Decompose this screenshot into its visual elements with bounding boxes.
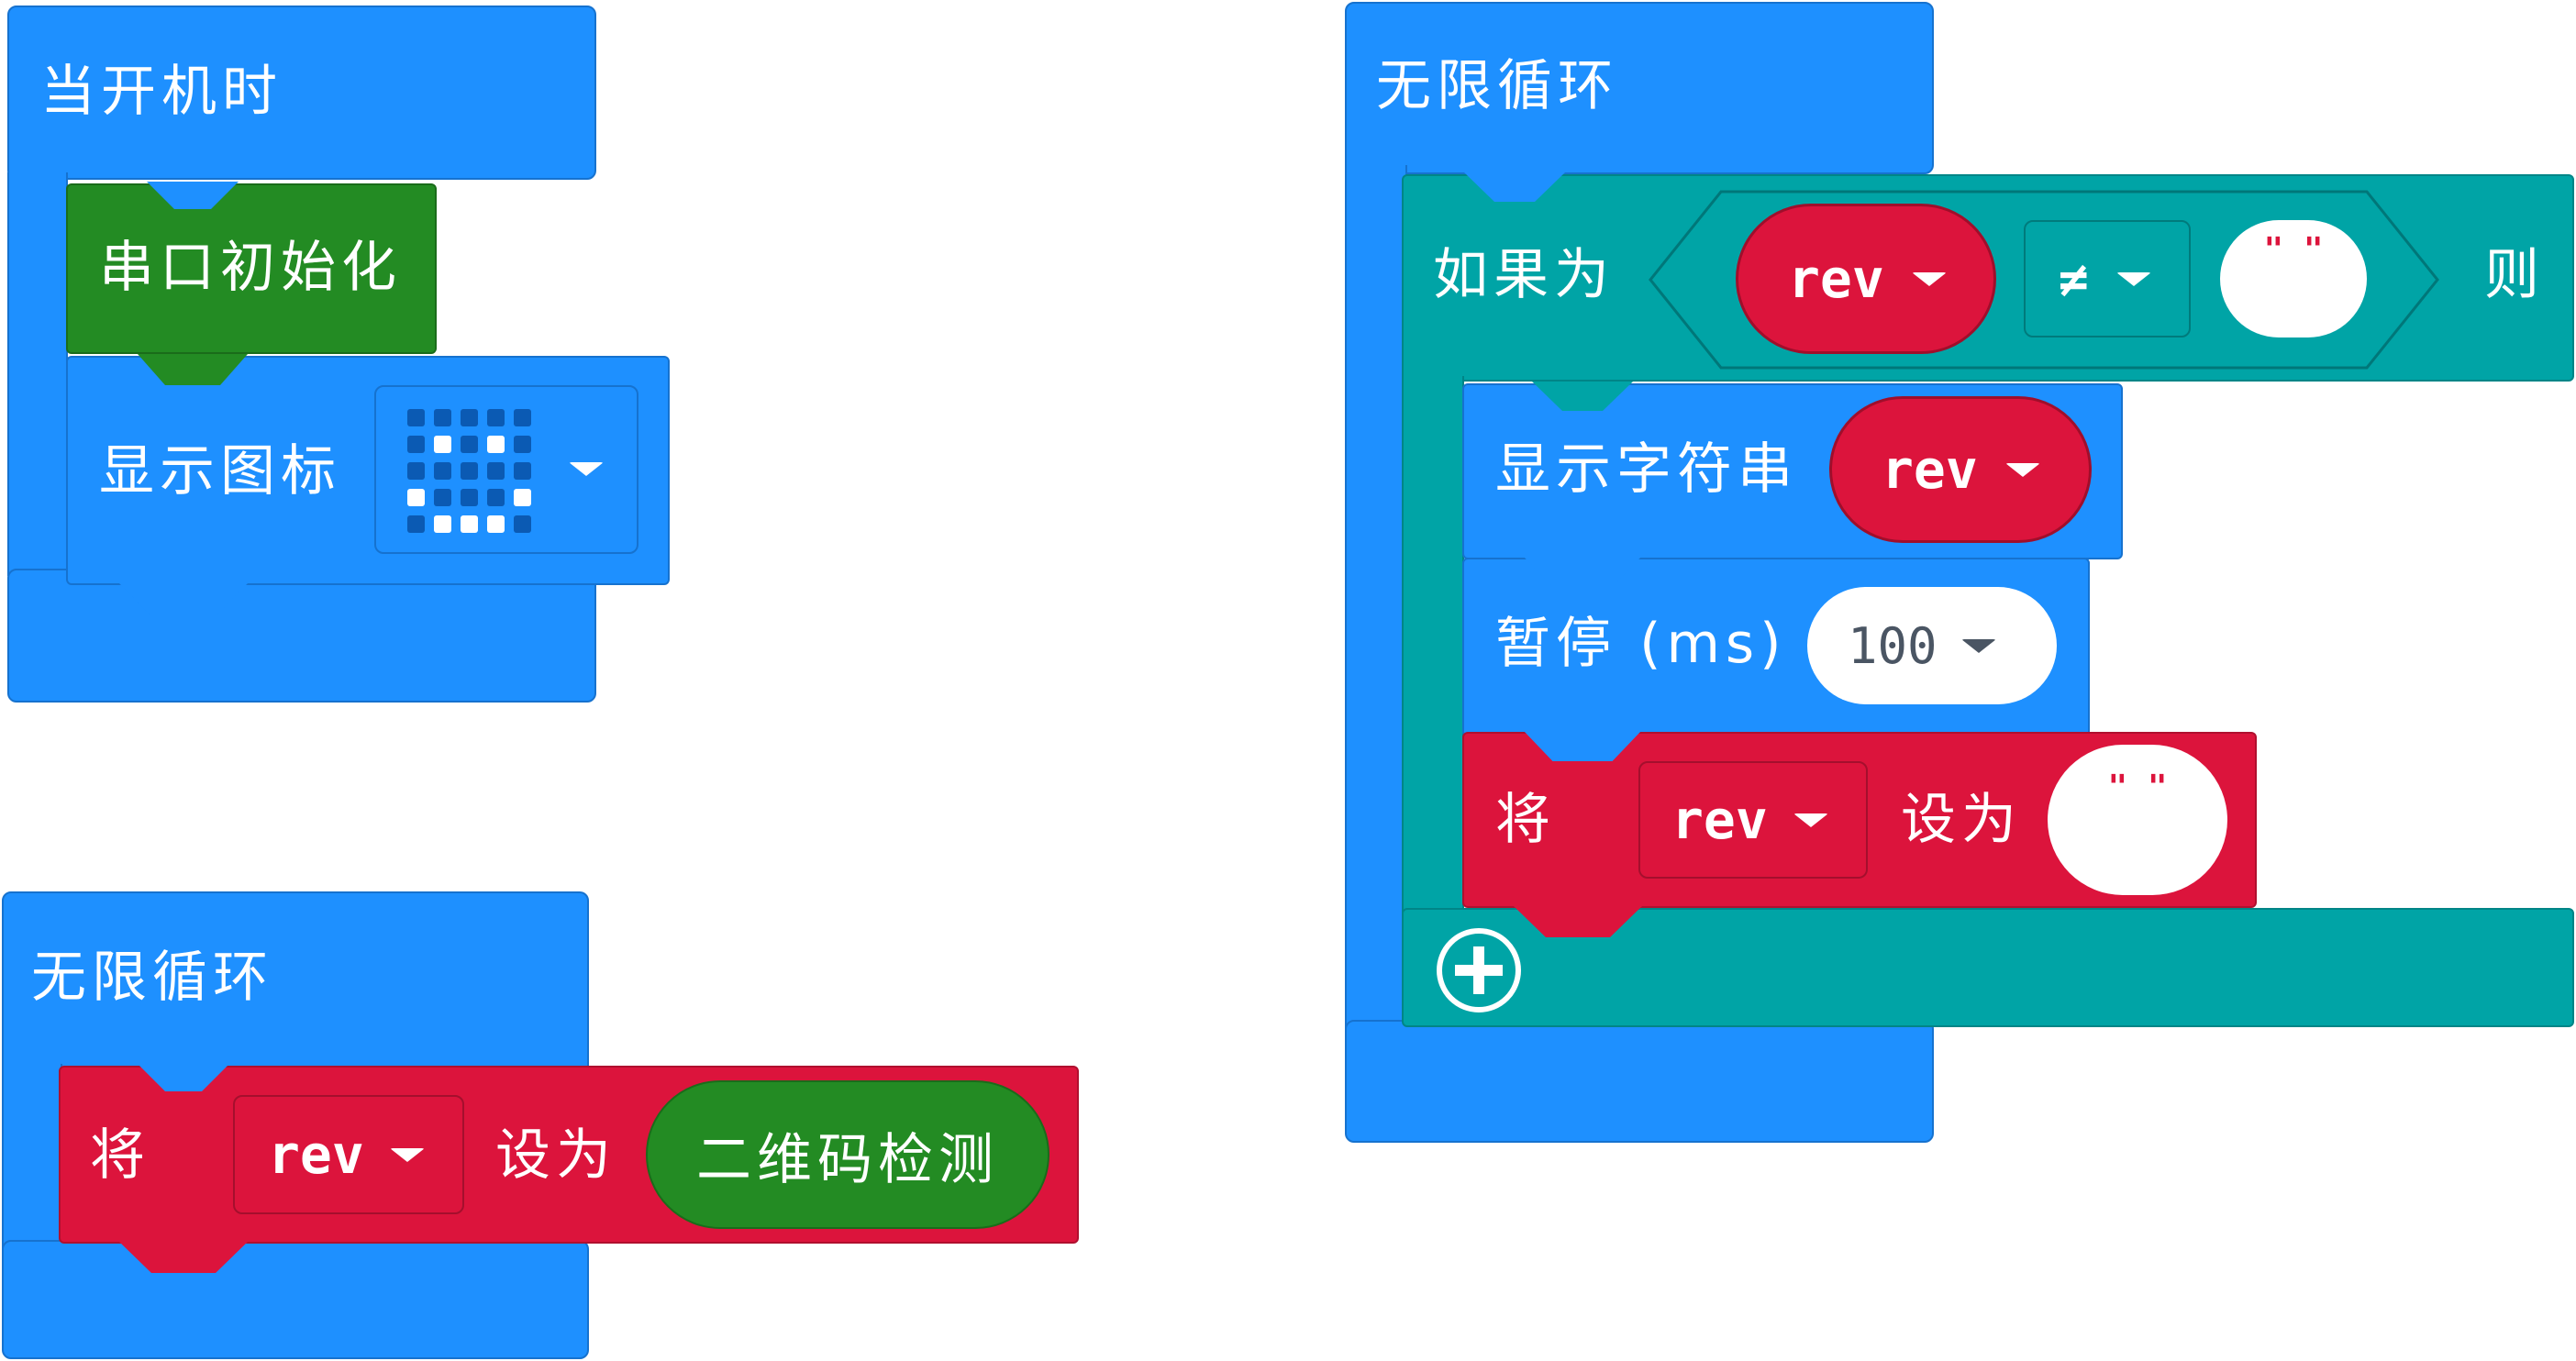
then-label: 则 [2484, 243, 2545, 307]
condition-variable-name: rev [1788, 248, 1884, 310]
variable-name: rev [268, 1123, 364, 1186]
show-icon-label: 显示图标 [99, 439, 341, 503]
on-start-hat-label: 当开机时 [40, 60, 283, 124]
chevron-down-icon[interactable] [1911, 271, 1947, 286]
plus-icon [1455, 946, 1503, 994]
if-label: 如果为 [1433, 243, 1615, 307]
forever-left-hat[interactable] [2, 891, 589, 1075]
pause-duration-input[interactable]: 100 [1807, 587, 2057, 704]
operator-symbol: ≠ [2059, 249, 2089, 308]
led-on[interactable] [514, 489, 531, 506]
chevron-down-icon[interactable] [569, 462, 604, 476]
led-off[interactable] [487, 462, 505, 480]
on-start-body-arm [7, 172, 68, 576]
led-off[interactable] [407, 462, 425, 480]
led-off[interactable] [434, 489, 451, 506]
serial-init-label: 串口初始化 [99, 236, 402, 300]
chevron-down-icon[interactable] [1960, 638, 1996, 653]
led-off[interactable] [487, 489, 505, 506]
led-off[interactable] [434, 462, 451, 480]
operator-dropdown[interactable]: ≠ [2024, 220, 2191, 337]
set-empty-to-label: 设为 [1901, 788, 2022, 852]
condition-variable-reporter[interactable]: rev [1736, 204, 1996, 354]
set-label: 将 [90, 1123, 150, 1188]
show-string-label: 显示字符串 [1495, 437, 1798, 502]
condition-string-value: " " [2263, 231, 2324, 269]
icon-picker[interactable] [374, 385, 638, 554]
led-off[interactable] [461, 462, 478, 480]
led-off[interactable] [461, 489, 478, 506]
led-on[interactable] [407, 489, 425, 506]
led-on[interactable] [434, 515, 451, 533]
chevron-down-icon[interactable] [1793, 813, 1828, 827]
add-else-button[interactable] [1437, 928, 1521, 1012]
led-off[interactable] [487, 409, 505, 426]
forever-left-body-arm [2, 1064, 62, 1266]
forever-left-footer [2, 1240, 589, 1359]
led-off[interactable] [434, 409, 451, 426]
led-off[interactable] [514, 409, 531, 426]
set-empty-label: 将 [1495, 788, 1556, 852]
forever-left-hat-label: 无限循环 [31, 946, 273, 1010]
qr-detect-label: 二维码检测 [696, 1127, 999, 1192]
led-off[interactable] [407, 409, 425, 426]
forever-right-hat[interactable] [1345, 2, 1934, 174]
set-empty-string-input[interactable]: " " [2048, 745, 2227, 895]
on-start-hat[interactable] [7, 6, 596, 180]
led-off[interactable] [514, 436, 531, 453]
led-on[interactable] [434, 436, 451, 453]
if-block-arm [1402, 376, 1464, 917]
pause-duration-value: 100 [1848, 616, 1938, 675]
set-empty-string-value: " " [2107, 769, 2168, 806]
led-off[interactable] [461, 436, 478, 453]
set-empty-variable-name: rev [1671, 789, 1768, 851]
set-to-label: 设为 [495, 1123, 616, 1188]
show-string-variable-reporter[interactable]: rev [1829, 396, 2092, 543]
led-off[interactable] [514, 515, 531, 533]
led-off[interactable] [407, 515, 425, 533]
icon-grid [407, 409, 539, 541]
led-on[interactable] [461, 515, 478, 533]
on-start-footer [7, 569, 596, 703]
qr-detect-reporter[interactable]: 二维码检测 [646, 1080, 1049, 1229]
chevron-down-icon[interactable] [2115, 271, 2151, 286]
serial-init-block[interactable] [66, 183, 437, 354]
led-on[interactable] [487, 515, 505, 533]
chevron-down-icon[interactable] [2004, 462, 2040, 477]
set-empty-variable-dropdown[interactable]: rev [1638, 761, 1868, 879]
pause-label: 暂停 (ms) [1495, 612, 1787, 676]
led-on[interactable] [487, 436, 505, 453]
led-off[interactable] [461, 409, 478, 426]
variable-dropdown[interactable]: rev [233, 1095, 464, 1214]
led-off[interactable] [514, 462, 531, 480]
condition-string-input[interactable]: " " [2220, 220, 2367, 337]
forever-right-footer [1345, 1020, 1934, 1143]
led-off[interactable] [407, 436, 425, 453]
chevron-down-icon[interactable] [389, 1147, 425, 1162]
forever-right-hat-label: 无限循环 [1376, 54, 1618, 118]
show-string-variable-name: rev [1882, 438, 1978, 501]
forever-right-body-arm [1345, 165, 1407, 1064]
